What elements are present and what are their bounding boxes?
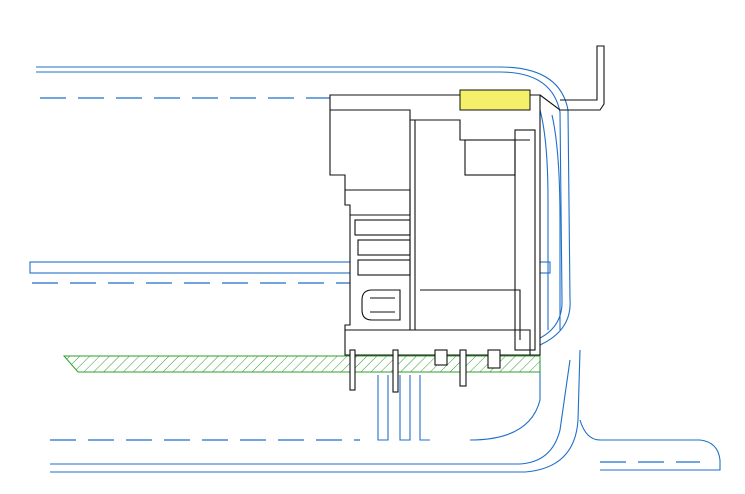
road-bottom-edge-inner: [50, 349, 581, 473]
highlight-region: [459, 89, 531, 111]
blue-stub-left: [377, 375, 389, 441]
hatched-strip: [62, 355, 541, 373]
road-curve-lower: [469, 360, 541, 441]
blue-stub-mid: [399, 375, 411, 441]
blue-stub-right: [419, 375, 430, 441]
right-curb-line-1: [539, 109, 549, 330]
right-curb-line-2: [551, 114, 561, 330]
building-component: [329, 45, 605, 393]
branch-road-edge: [579, 419, 721, 471]
median-band: [29, 261, 551, 274]
road-bottom-edge: [50, 359, 571, 465]
road-outer-top-edge-inner: [36, 71, 563, 341]
